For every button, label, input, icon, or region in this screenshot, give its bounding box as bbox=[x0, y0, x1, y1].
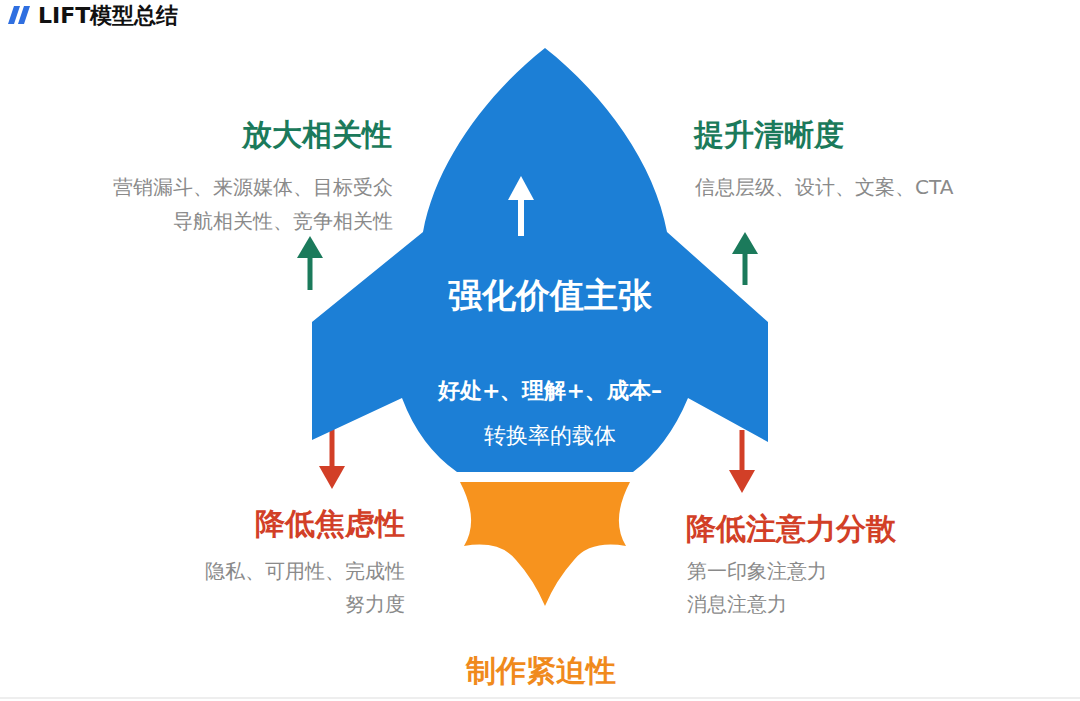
clarity-heading: 提升清晰度 bbox=[694, 116, 844, 154]
value-note: 转换率的载体 bbox=[320, 421, 780, 451]
up-arrow-head bbox=[297, 236, 323, 258]
title-text: LIFT模型总结 bbox=[38, 2, 178, 30]
rocket-body: 强化价值主张好处+、理解+、成本–转换率的载体 bbox=[310, 46, 770, 474]
distraction-heading: 降低注意力分散 bbox=[686, 510, 896, 548]
rocket-up-arrow-head bbox=[508, 176, 534, 200]
distraction-detail: 第一印象注意力 消息注意力 bbox=[687, 555, 835, 621]
title-slash bbox=[8, 6, 20, 24]
relevance-heading: 放大相关性 bbox=[242, 116, 392, 154]
relevance-detail: 营销漏斗、来源媒体、目标受众 导航相关性、竞争相关性 bbox=[105, 170, 393, 238]
rocket-up-arrow bbox=[518, 196, 524, 236]
down-arrow bbox=[740, 430, 745, 474]
anxiety-detail: 隐私、可用性、完成性 努力度 bbox=[197, 555, 405, 621]
bottom-rule bbox=[0, 698, 1080, 699]
down-arrow-head bbox=[319, 466, 345, 489]
down-arrow bbox=[330, 426, 335, 470]
value-heading: 强化价值主张 bbox=[320, 274, 780, 316]
flame-block: 制作紧迫性 bbox=[430, 478, 660, 693]
value-formula: 好处+、理解+、成本– bbox=[320, 376, 780, 406]
urgency-heading: 制作紧迫性 bbox=[426, 652, 656, 690]
flame-shape bbox=[460, 482, 630, 606]
anxiety-heading: 降低焦虑性 bbox=[255, 505, 405, 543]
rocket-shape bbox=[312, 48, 768, 472]
up-arrow bbox=[308, 254, 313, 290]
title-slash bbox=[18, 6, 30, 24]
clarity-detail: 信息层级、设计、文案、CTA bbox=[695, 170, 953, 204]
up-arrow-head bbox=[732, 232, 758, 254]
up-arrow bbox=[743, 250, 748, 285]
rocket-body-outline bbox=[310, 46, 770, 474]
down-arrow-head bbox=[729, 470, 755, 493]
